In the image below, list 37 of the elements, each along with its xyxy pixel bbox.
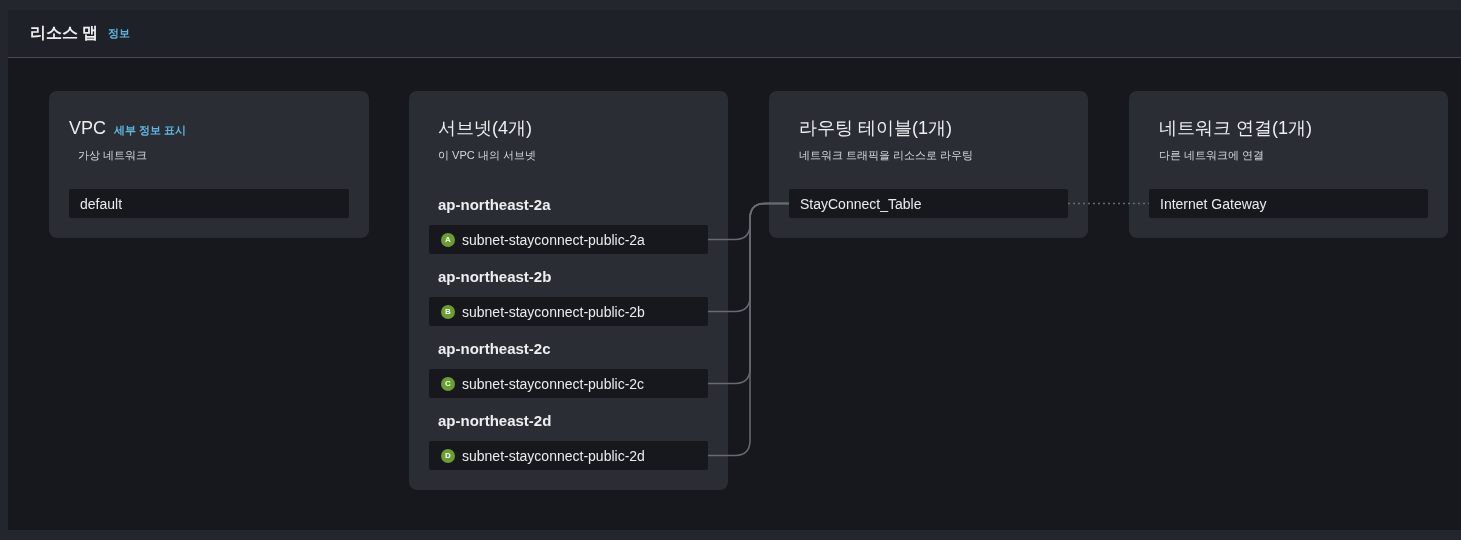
card-description: 네트워크 트래픽을 리소스로 라우팅	[799, 148, 974, 162]
zone-heading: ap-northeast-2a	[438, 195, 551, 215]
zone-heading: ap-northeast-2d	[438, 411, 552, 431]
resource-name: default	[80, 195, 123, 212]
card-description: 다른 네트워크에 연결	[1159, 148, 1265, 162]
resource-card	[409, 91, 728, 490]
resource-name: subnet-stayconnect-public-2b	[462, 303, 645, 320]
resource-card	[769, 91, 1088, 238]
resource-item	[429, 441, 708, 470]
resource-name: subnet-stayconnect-public-2d	[462, 447, 645, 464]
zone-heading: ap-northeast-2c	[438, 339, 551, 359]
resource-item	[1149, 189, 1428, 218]
card-title: 네트워크 연결(1개)	[1159, 117, 1312, 139]
details-link: 세부 정보 표시	[114, 123, 187, 138]
resource-card	[1129, 91, 1448, 238]
card-title: VPC	[69, 117, 106, 139]
zone-badge: C	[441, 376, 455, 391]
connector-line	[707, 202, 790, 457]
resource-name: StayConnect_Table	[800, 195, 922, 212]
resource-item	[429, 369, 708, 398]
card-description: 가상 네트워크	[78, 148, 148, 162]
zone-badge: D	[441, 448, 455, 463]
resource-name: subnet-stayconnect-public-2c	[462, 375, 645, 392]
card-description: 이 VPC 내의 서브넷	[438, 148, 536, 162]
dotted-connector	[1067, 202, 1150, 205]
resource-item	[429, 225, 708, 254]
panel-title: 리소스 맵	[30, 23, 99, 43]
resource-name: subnet-stayconnect-public-2a	[462, 231, 645, 248]
zone-heading: ap-northeast-2b	[438, 267, 552, 287]
card-title: 라우팅 테이블(1개)	[799, 117, 952, 139]
card-title: 서브넷(4개)	[438, 117, 532, 139]
info-link: 정보	[108, 26, 131, 41]
resource-item	[429, 297, 708, 326]
zone-badge: B	[441, 304, 455, 319]
resource-item	[789, 189, 1068, 218]
zone-badge: A	[441, 232, 455, 247]
resource-name: Internet Gateway	[1160, 195, 1267, 212]
